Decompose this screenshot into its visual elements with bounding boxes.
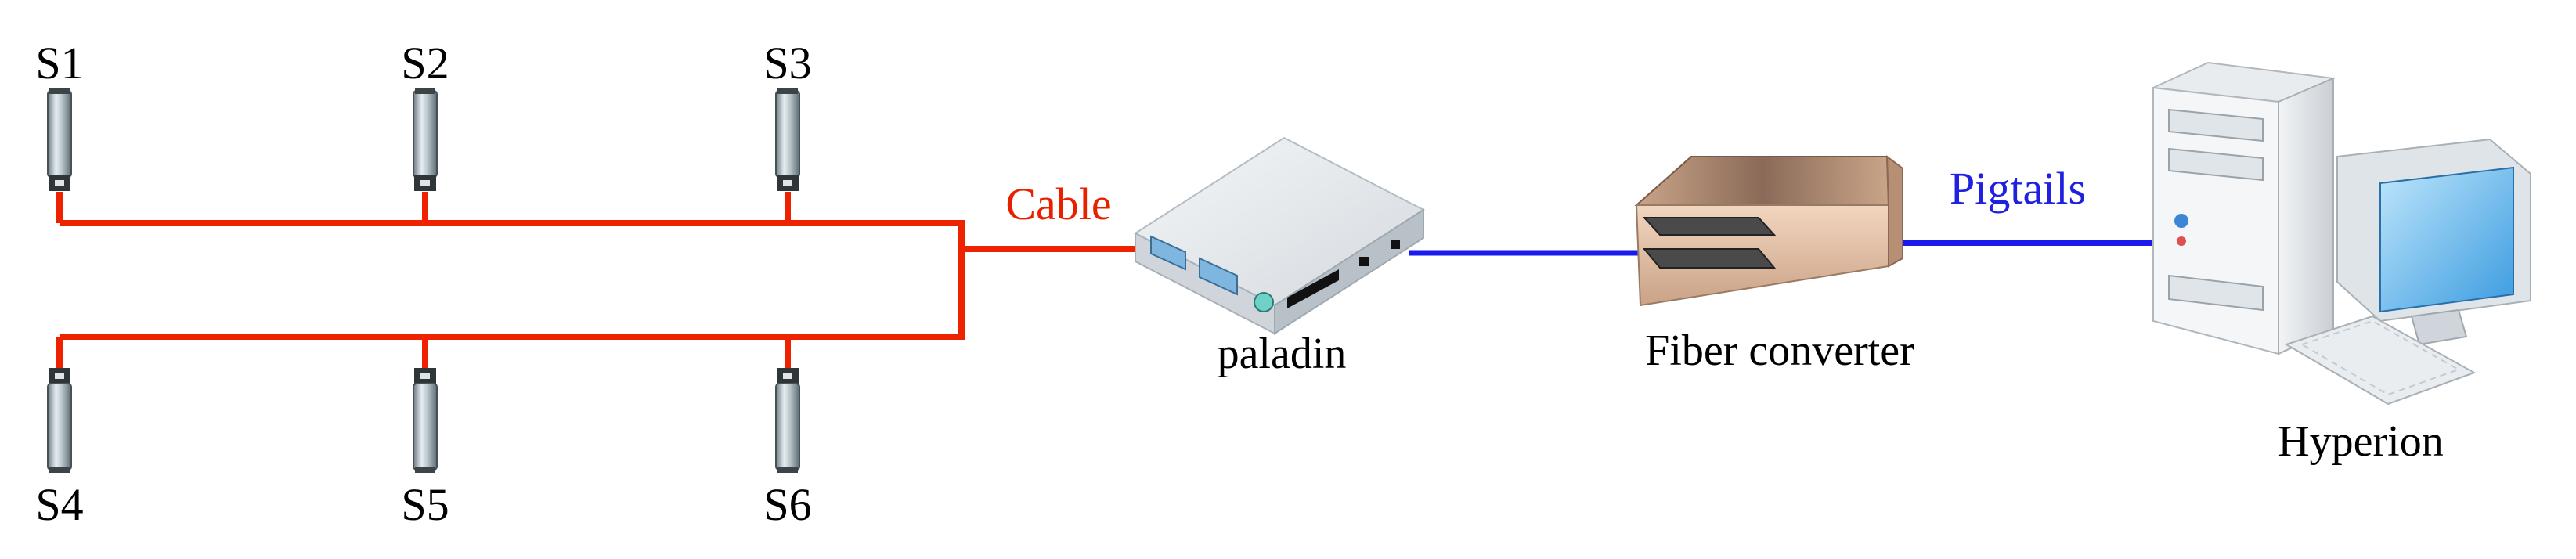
paladin-box-icon (1134, 136, 1425, 335)
paladin-label: paladin (1218, 330, 1347, 378)
sensor-s6 (775, 368, 800, 473)
fiber-lines (1409, 240, 2153, 256)
sensor-label-s2: S2 (401, 38, 449, 88)
computer-device: Hyperion (2150, 61, 2531, 466)
sensor-label-s5: S5 (401, 479, 449, 530)
cylindrical-sensor-icon (413, 88, 438, 191)
sensor-s5 (413, 368, 438, 473)
cable-label: Cable (1005, 179, 1111, 229)
sensor-label-s3: S3 (763, 38, 811, 88)
paladin-device: paladin (1134, 136, 1425, 378)
cylindrical-sensor-icon (775, 88, 800, 191)
fiber-converter-device: Fiber converter (1634, 154, 1914, 375)
sensor-s2 (413, 88, 438, 191)
fiber-converter-label: Fiber converter (1645, 326, 1914, 375)
computer-label: Hyperion (2278, 417, 2444, 466)
sensor-label-s1: S1 (35, 38, 83, 88)
sensor-label-s4: S4 (35, 479, 83, 530)
cylindrical-sensor-icon (47, 368, 72, 473)
sensor-label-s6: S6 (763, 479, 811, 530)
cylindrical-sensor-icon (47, 88, 72, 191)
fiber-converter-icon (1634, 154, 1903, 307)
cable-lines (56, 192, 1145, 368)
sensor-s3 (775, 88, 800, 191)
pigtails-label: Pigtails (1950, 163, 2086, 214)
desktop-computer-icon (2150, 61, 2531, 406)
cylindrical-sensor-icon (775, 368, 800, 473)
cylindrical-sensor-icon (413, 368, 438, 473)
sensor-s1 (47, 88, 72, 191)
sensor-s4 (47, 368, 72, 473)
